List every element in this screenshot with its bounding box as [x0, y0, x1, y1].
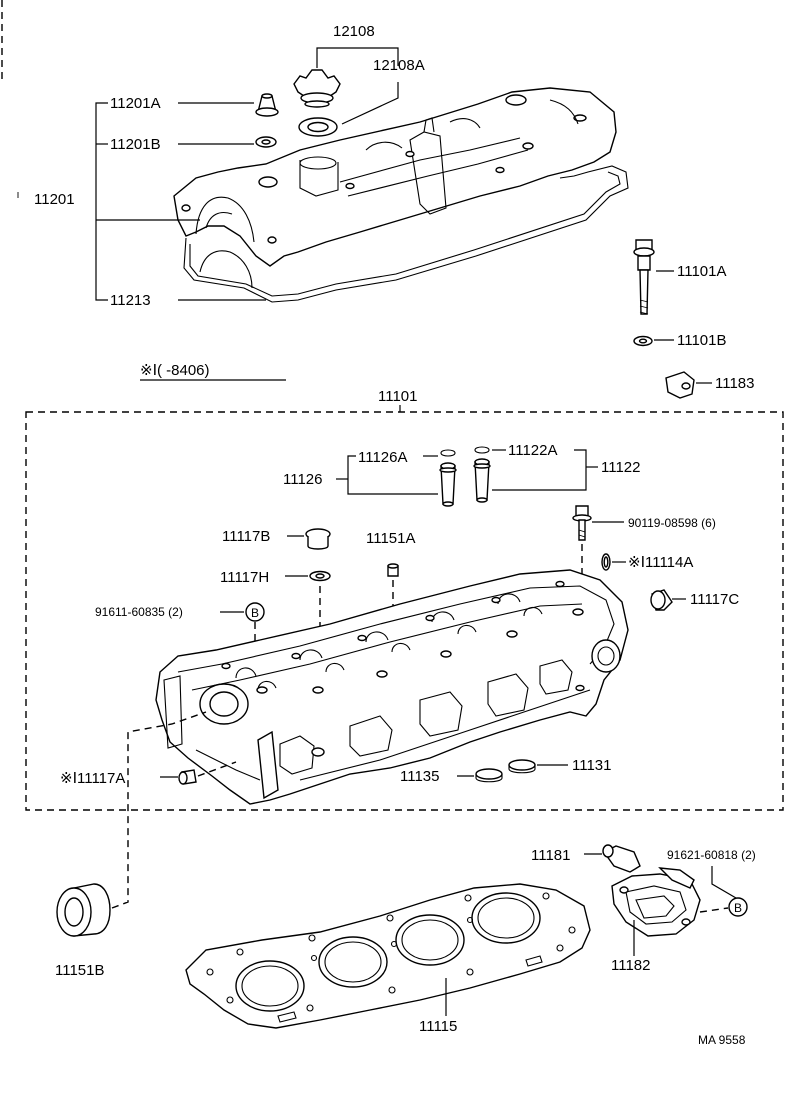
label-11151B: 11151B — [55, 962, 105, 979]
label-11117H: 11117H — [220, 569, 269, 586]
applicability-note: ※Ⅰ( -8406) — [140, 362, 210, 379]
bracket-11122 — [492, 449, 587, 491]
bolt-90119 — [572, 505, 592, 541]
label-11213: 11213 — [110, 292, 151, 309]
label-11201B: 11201B — [110, 136, 161, 153]
badge-b-upper-text: B — [251, 606, 259, 620]
head-bolt — [633, 239, 655, 315]
label-11201A: 11201A — [110, 95, 161, 112]
plug-11117B — [305, 528, 331, 550]
label-11183: 11183 — [715, 375, 755, 392]
label-11126A: 11126A — [358, 449, 408, 466]
plug-11117H — [309, 570, 331, 582]
bracket-11183 — [665, 371, 695, 399]
plug-11117C — [650, 589, 673, 611]
cylinder-head-cover — [173, 87, 629, 303]
plug-11117A — [178, 769, 197, 785]
label-11131: 11131 — [572, 757, 612, 774]
bracket-11201 — [95, 102, 108, 301]
label-11114A: ※Ⅰ11114A — [628, 554, 693, 571]
leader-12108 — [316, 47, 399, 68]
label-11117C: 11117C — [690, 591, 739, 608]
leader-11151B-dash — [111, 711, 207, 909]
drawing-code: MA 9558 — [698, 1033, 746, 1047]
cylinder-head-gasket — [185, 883, 591, 1029]
water-outlet — [611, 867, 701, 937]
head-bolt-washer — [633, 335, 653, 347]
label-11101: 11101 — [378, 388, 418, 405]
label-11117B: 11117B — [222, 528, 270, 545]
label-11101B: 11101B — [677, 332, 727, 349]
label-11182: 11182 — [611, 957, 651, 974]
oil-filler-cap — [293, 69, 341, 108]
label-90119: 90119-08598 (6) — [628, 516, 716, 530]
label-11151A: 11151A — [366, 530, 416, 547]
label-91621: 91621-60818 (2) — [667, 848, 756, 862]
valve-guide-intake — [439, 462, 457, 507]
snap-ring-exhaust — [474, 446, 490, 454]
label-11135: 11135 — [400, 768, 440, 785]
cover-washer — [255, 136, 277, 148]
label-12108: 12108 — [333, 23, 375, 40]
label-11117A: ※Ⅰ11117A — [60, 770, 125, 787]
bracket-11126 — [347, 455, 438, 495]
label-11122: 11122 — [601, 459, 641, 476]
label-12108A: 12108A — [373, 57, 425, 74]
o-ring-11114A — [601, 553, 611, 571]
badge-b-upper — [245, 602, 265, 622]
label-11122A: 11122A — [508, 442, 558, 459]
plug-11131 — [508, 759, 536, 774]
badge-b-lower — [728, 897, 748, 917]
label-11181: 11181 — [531, 847, 571, 864]
leader-91621 — [711, 866, 737, 899]
label-91611: 91611-60835 (2) — [95, 605, 183, 619]
label-11101A: 11101A — [677, 263, 727, 280]
camshaft-oil-seal — [56, 883, 111, 937]
label-11126: 11126 — [283, 471, 323, 488]
cover-grommet — [255, 93, 279, 117]
snap-ring-intake — [440, 449, 456, 457]
pin-11151A — [387, 563, 399, 577]
badge-b-lower-text: B — [734, 901, 742, 915]
valve-guide-exhaust — [473, 458, 491, 503]
filler-cap-gasket — [298, 117, 338, 137]
label-11115: 11115 — [419, 1018, 457, 1035]
label-11201: 11201 — [34, 191, 75, 208]
water-bypass-pipe — [602, 844, 641, 873]
cylinder-head — [155, 569, 629, 805]
plug-11135 — [475, 768, 503, 783]
leader-12108A — [341, 82, 399, 125]
cylinder-head-sub-assy-boundary — [25, 411, 784, 811]
leader-91621-dash — [699, 907, 729, 913]
leader-11117A-dash — [197, 761, 237, 777]
